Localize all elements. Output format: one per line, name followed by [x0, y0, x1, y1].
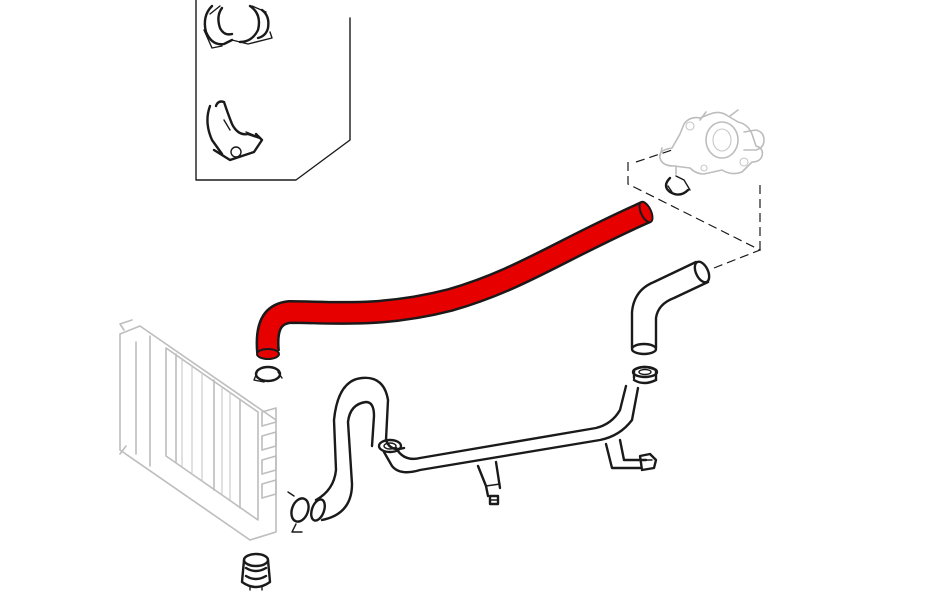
pipe-bracket-left [476, 460, 502, 506]
hose-clamp-left [253, 365, 283, 383]
leader-lines [627, 149, 762, 269]
lower-hose [310, 376, 406, 522]
radiator-cap [240, 552, 272, 591]
hose-clamp-top [664, 175, 691, 196]
clip-detail-upper [203, 4, 273, 49]
short-bent-hose [630, 260, 711, 356]
detail-inset-frame [195, 0, 351, 181]
radiator [119, 319, 277, 541]
pipe-bracket-right [604, 438, 658, 472]
pipe-outlet-connector [631, 365, 659, 385]
thermostat-housing [658, 109, 765, 175]
hose-clamp-lower [287, 491, 310, 533]
upper-radiator-hose [255, 200, 654, 360]
clip-detail-lower [206, 100, 264, 162]
coolant-pipe [377, 384, 640, 474]
